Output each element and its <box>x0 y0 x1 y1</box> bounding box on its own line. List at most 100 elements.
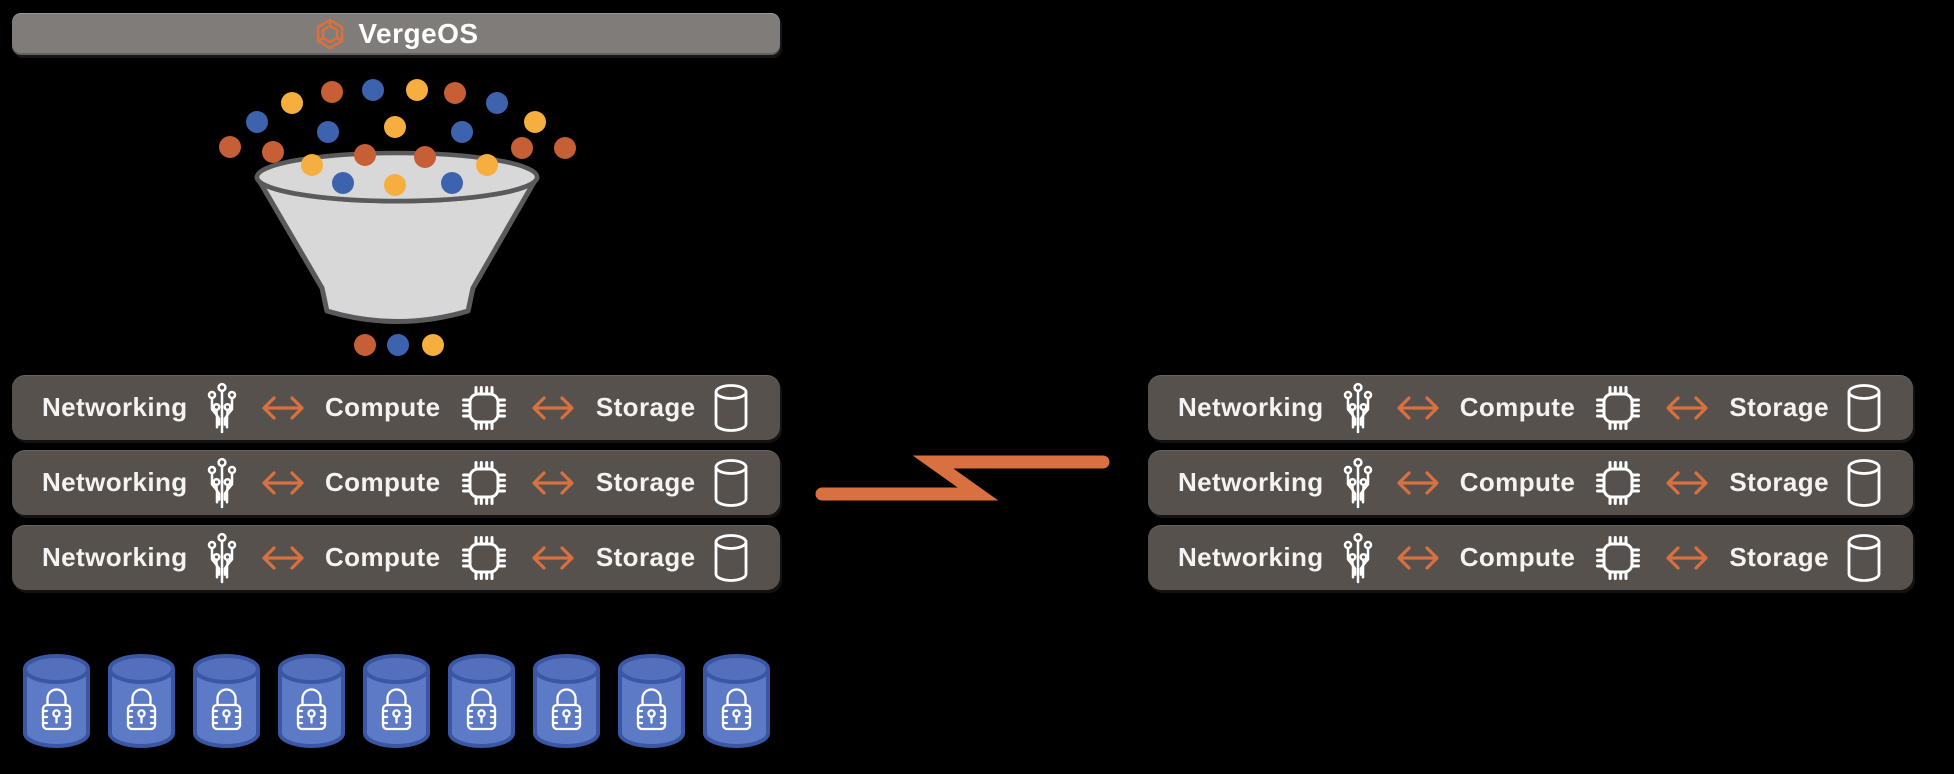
database-icon <box>714 383 748 432</box>
blue-data-dot <box>317 121 339 143</box>
vergeos-logo-icon <box>317 18 344 50</box>
node-bar: Networking Compute <box>1148 375 1913 440</box>
lock-icon <box>381 688 412 731</box>
double-arrow-icon <box>532 395 574 420</box>
node-bar: Networking Compute <box>12 525 780 590</box>
yellow-data-dot <box>524 111 546 133</box>
lock-icon <box>211 688 242 731</box>
yellow-data-dot <box>384 116 406 138</box>
yellow-data-dot <box>281 92 303 114</box>
blue-data-dot <box>387 334 409 356</box>
cpu-icon <box>461 385 506 430</box>
networking-label: Networking <box>42 392 188 422</box>
double-arrow-icon <box>1397 545 1439 570</box>
blue-data-dot <box>332 172 354 194</box>
lock-icon <box>296 688 327 731</box>
yellow-data-dot <box>384 174 406 196</box>
storage-label: Storage <box>1729 467 1829 497</box>
compute-label: Compute <box>1459 467 1576 497</box>
node-cluster-left: Networking Compute <box>12 375 780 590</box>
encrypted-drive-icon <box>278 654 345 748</box>
storage-label: Storage <box>1729 392 1829 422</box>
database-icon <box>1847 383 1881 432</box>
networking-label: Networking <box>1178 392 1324 422</box>
encrypted-drive-row <box>20 654 773 750</box>
network-icon <box>207 382 237 433</box>
double-arrow-icon <box>532 545 574 570</box>
cpu-icon <box>461 460 506 505</box>
storage-label: Storage <box>595 392 696 422</box>
double-arrow-icon <box>261 470 304 495</box>
database-icon <box>714 458 748 507</box>
networking-label: Networking <box>42 542 188 572</box>
double-arrow-icon <box>1666 395 1708 420</box>
networking-label: Networking <box>1178 542 1324 572</box>
encrypted-drive-icon <box>108 654 175 748</box>
orange-data-dot <box>414 146 436 168</box>
node-bar: Networking Compute <box>1148 450 1913 515</box>
encrypted-drive-icon <box>193 654 260 748</box>
networking-label: Networking <box>42 467 188 497</box>
orange-data-dot <box>321 81 343 103</box>
blue-data-dot <box>362 79 384 101</box>
double-arrow-icon <box>1666 545 1708 570</box>
orange-data-dot <box>219 136 241 158</box>
data-ingest-funnel <box>219 79 576 356</box>
blue-data-dot <box>451 121 473 143</box>
encrypted-drive-icon <box>363 654 430 748</box>
yellow-data-dot <box>406 79 428 101</box>
network-icon <box>1343 532 1372 583</box>
database-icon <box>714 533 748 582</box>
orange-data-dot <box>354 334 376 356</box>
storage-label: Storage <box>595 542 696 572</box>
network-icon <box>207 457 237 508</box>
encrypted-drive-icon <box>618 654 685 748</box>
cpu-icon <box>1596 385 1641 430</box>
database-icon <box>1847 458 1881 507</box>
encrypted-drive-icon <box>448 654 515 748</box>
blue-data-dot <box>246 111 268 133</box>
node-cluster-right: Networking Compute <box>1148 375 1913 590</box>
vergeos-title-bar: VergeOS <box>12 13 780 55</box>
storage-label: Storage <box>595 467 696 497</box>
double-arrow-icon <box>1397 395 1439 420</box>
double-arrow-icon <box>532 470 574 495</box>
orange-data-dot <box>554 137 576 159</box>
cpu-icon <box>461 535 506 580</box>
encrypted-drive-icon <box>23 654 90 748</box>
lock-icon <box>466 688 497 731</box>
yellow-data-dot <box>301 154 323 176</box>
blue-data-dot <box>441 172 463 194</box>
blue-data-dot <box>486 92 508 114</box>
orange-data-dot <box>262 141 284 163</box>
lock-icon <box>41 688 72 731</box>
cluster-link-connector <box>815 455 1110 501</box>
compute-label: Compute <box>324 467 441 497</box>
network-icon <box>1343 457 1372 508</box>
cpu-icon <box>1596 535 1641 580</box>
encrypted-drive-icon <box>533 654 600 748</box>
compute-label: Compute <box>1459 542 1576 572</box>
double-arrow-icon <box>1666 470 1708 495</box>
node-bar: Networking Compute <box>1148 525 1913 590</box>
node-bar: Networking Compute <box>12 375 780 440</box>
network-icon <box>207 532 237 583</box>
storage-label: Storage <box>1729 542 1829 572</box>
network-icon <box>1343 382 1372 433</box>
node-bar: Networking Compute <box>12 450 780 515</box>
compute-label: Compute <box>324 392 441 422</box>
database-icon <box>1847 533 1881 582</box>
yellow-data-dot <box>476 154 498 176</box>
lock-icon <box>126 688 157 731</box>
data-dots <box>219 79 576 356</box>
orange-data-dot <box>444 82 466 104</box>
networking-label: Networking <box>1178 467 1324 497</box>
orange-data-dot <box>354 144 376 166</box>
yellow-data-dot <box>422 334 444 356</box>
double-arrow-icon <box>261 545 304 570</box>
double-arrow-icon <box>261 395 304 420</box>
cpu-icon <box>1596 460 1641 505</box>
double-arrow-icon <box>1397 470 1439 495</box>
lock-icon <box>551 688 582 731</box>
